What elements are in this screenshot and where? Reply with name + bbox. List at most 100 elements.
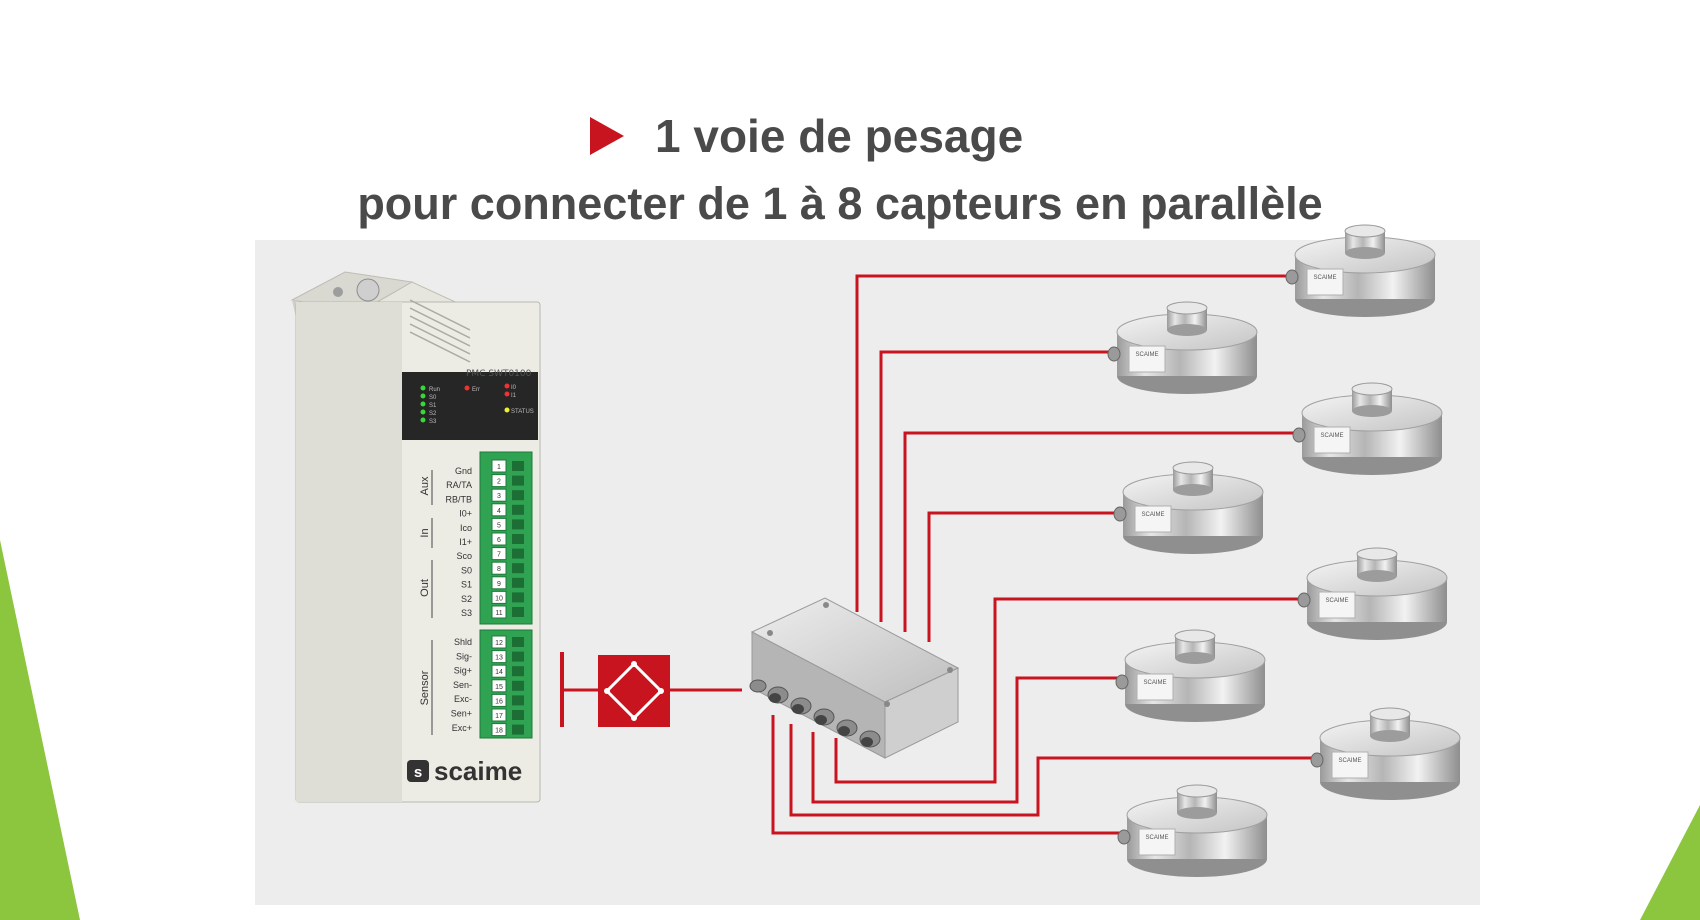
load-cell-brand: SCAIME	[1320, 433, 1343, 439]
terminal-number: 13	[495, 655, 503, 662]
pin-label: S0	[461, 565, 472, 575]
terminal-screw[interactable]	[512, 695, 524, 706]
terminal-number-tag	[491, 708, 507, 722]
svg-text:s: s	[414, 764, 422, 781]
terminal-number-tag	[491, 650, 507, 664]
pin-label: I0+	[459, 509, 472, 519]
pin-label: Shld	[454, 637, 472, 647]
terminal-screw[interactable]	[512, 637, 524, 647]
module-status-panel	[402, 372, 538, 440]
cable-gland	[749, 679, 767, 693]
terminal-number: 15	[495, 684, 503, 691]
terminal-screw[interactable]	[512, 607, 524, 617]
pin-label: S2	[461, 594, 472, 604]
green-corner-right	[1640, 805, 1700, 920]
terminal-screw[interactable]	[512, 680, 524, 691]
pin-label: Exc-	[454, 694, 472, 704]
terminal-number-tag	[491, 459, 507, 473]
load-cell: SCAIME	[1310, 707, 1461, 800]
terminal-number: 11	[495, 610, 502, 617]
terminal-screw[interactable]	[512, 577, 524, 588]
terminal-number-tag	[491, 723, 507, 737]
terminal-screw[interactable]	[512, 724, 524, 735]
terminal-screw[interactable]	[512, 563, 524, 574]
cable-connector	[1107, 346, 1121, 362]
red-triangle-arrow-icon	[590, 117, 624, 155]
terminal-screw[interactable]	[512, 548, 524, 559]
svg-text:I1: I1	[511, 393, 517, 399]
terminal-screw[interactable]	[512, 592, 524, 603]
terminal-number-tag	[491, 664, 507, 678]
terminal-number: 17	[495, 713, 503, 720]
pin-label: S1	[461, 580, 472, 590]
pin-label: Gnd	[455, 466, 472, 476]
terminal-number: 1	[497, 464, 501, 471]
load-cells: SCAIME SCAIME SCAIME SCAIME SCAIME SCAIME SCAI…	[1107, 224, 1461, 877]
terminal-number-tag	[491, 547, 507, 561]
module-model: PMC SWT0100	[466, 369, 532, 379]
load-cell: SCAIME	[1113, 461, 1264, 554]
terminal-number-tag	[491, 693, 507, 707]
load-cell: SCAIME	[1297, 547, 1448, 640]
load-cell-label-plate	[1128, 345, 1166, 373]
terminal-number-tag	[491, 576, 507, 590]
load-cell-brand: SCAIME	[1135, 352, 1158, 358]
terminal-screw[interactable]	[512, 651, 524, 662]
svg-text:I0: I0	[511, 385, 517, 391]
load-cell-label-plate	[1306, 268, 1344, 296]
terminal-screw[interactable]	[512, 490, 524, 501]
cable-glands	[749, 679, 881, 748]
terminal-screw[interactable]	[512, 666, 524, 677]
junction-box	[749, 597, 960, 759]
group-label-out: Out	[419, 579, 431, 597]
terminal-number-tag	[491, 561, 507, 575]
terminal-number: 7	[497, 552, 501, 559]
pin-label: Exc+	[452, 723, 472, 733]
terminal-screw[interactable]	[512, 461, 524, 471]
cable-connector	[1113, 506, 1127, 522]
terminal-screw[interactable]	[512, 475, 524, 486]
load-cell: SCAIME	[1117, 784, 1268, 877]
load-cell-brand: SCAIME	[1143, 680, 1166, 686]
load-cell-brand: SCAIME	[1145, 835, 1168, 841]
terminal-number-tag	[491, 488, 507, 502]
wheatstone-bridge-icon	[598, 655, 670, 727]
pin-label: RA/TA	[446, 480, 472, 490]
load-cell: SCAIME	[1115, 629, 1266, 722]
pin-label: S3	[461, 608, 472, 618]
svg-text:S1: S1	[429, 403, 437, 409]
weighing-module: PMC SWT0100 Run S0 S1 S2 S3 Err I0 I1 ST	[290, 271, 541, 803]
terminal-number: 4	[497, 508, 501, 515]
cable-connector	[1310, 752, 1324, 768]
terminal-number: 18	[495, 728, 503, 735]
terminal-number-tag	[491, 635, 507, 649]
group-label-in: In	[419, 528, 431, 537]
pin-label: Sig+	[454, 666, 472, 676]
group-label-sensor: Sensor	[419, 670, 431, 705]
load-cell: SCAIME	[1107, 301, 1258, 394]
terminal-screw[interactable]	[512, 710, 524, 720]
sensor-cables	[771, 274, 1315, 835]
pin-label: Sen+	[451, 709, 472, 719]
pin-label: Sig-	[456, 651, 472, 661]
load-cell-label-plate	[1136, 673, 1174, 701]
scaime-logo-icon	[407, 760, 429, 782]
terminal-screw[interactable]	[512, 504, 524, 515]
load-cell-brand: SCAIME	[1338, 758, 1361, 764]
terminal-number: 16	[495, 698, 503, 705]
terminal-screw[interactable]	[512, 534, 524, 544]
module-leds: Run S0 S1 S2 S3 Err I0 I1 STATUS	[420, 383, 534, 425]
pin-label: I1+	[459, 537, 472, 547]
load-cell-label-plate	[1313, 426, 1351, 454]
group-label-aux: Aux	[419, 476, 431, 495]
svg-text:S3: S3	[429, 419, 437, 425]
pin-label: Sco	[456, 551, 472, 561]
terminal-number-tag	[491, 532, 507, 546]
cable-connector	[1292, 427, 1306, 443]
pin-label: Ico	[460, 523, 472, 533]
terminal-number-tag	[491, 503, 507, 517]
terminal-screw[interactable]	[512, 519, 524, 530]
terminal-number: 3	[497, 493, 501, 500]
